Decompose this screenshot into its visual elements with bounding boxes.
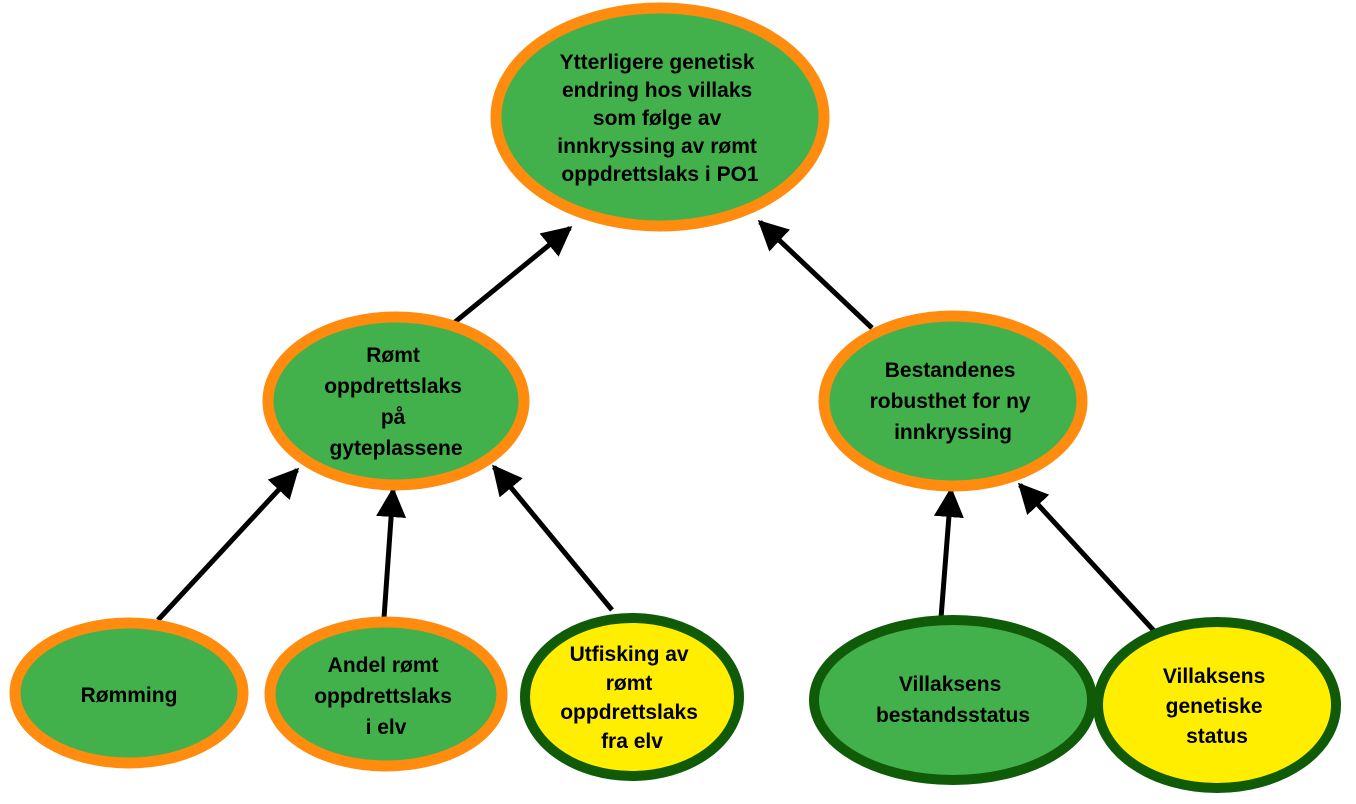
node-romming: Rømming — [9, 617, 249, 769]
node-top-label: Ytterligere genetisk endring hos villaks… — [557, 51, 762, 186]
node-bestandsstatus-shape — [809, 615, 1097, 785]
node-andel-label: Andel rømt oppdrettslaks i elv — [314, 654, 458, 739]
arrows — [156, 219, 1158, 635]
node-utfisking: Utfisking av rømt oppdrettslaks fra elv — [520, 613, 744, 781]
node-mid-right-shape — [818, 310, 1088, 492]
node-genetiske-status-shape — [1093, 617, 1341, 793]
node-mid-left-label: Rømt oppdrettslaks på gyteplassene — [324, 344, 468, 460]
node-mid-left: Rømt oppdrettslaks på gyteplassene — [262, 311, 530, 491]
node-bestandsstatus-label: Villaksens bestandsstatus — [876, 673, 1030, 727]
node-andel-shape — [264, 616, 508, 772]
node-top-shape — [490, 2, 830, 232]
arrow-romming-to-mid-left — [156, 467, 300, 622]
node-mid-left-shape — [262, 311, 530, 491]
node-bestandsstatus: Villaksens bestandsstatus — [809, 615, 1097, 785]
arrow-genetiske-to-mid-right — [1017, 482, 1158, 635]
node-utfisking-shape — [520, 613, 744, 781]
arrow-mid-left-to-top — [453, 226, 573, 324]
node-mid-right-label: Bestandenes robusthet for ny innkryssing — [870, 359, 1037, 444]
node-genetiske-status: Villaksens genetiske status — [1093, 617, 1341, 793]
node-mid-right: Bestandenes robusthet for ny innkryssing — [818, 310, 1088, 492]
node-genetiske-status-label: Villaksens genetiske status — [1163, 665, 1271, 748]
node-romming-shape — [9, 617, 249, 769]
node-top: Ytterligere genetisk endring hos villaks… — [490, 2, 830, 232]
arrow-andel-to-mid-left — [376, 487, 407, 619]
node-andel: Andel rømt oppdrettslaks i elv — [264, 616, 508, 772]
node-utfisking-label: Utfisking av rømt oppdrettslaks fra elv — [560, 643, 704, 753]
arrow-mid-right-to-top — [757, 219, 874, 330]
arrow-bestandsstatus-to-mid-right — [933, 487, 964, 619]
node-romming-label: Rømming — [81, 684, 178, 707]
arrow-utfisking-to-mid-left — [492, 464, 614, 612]
